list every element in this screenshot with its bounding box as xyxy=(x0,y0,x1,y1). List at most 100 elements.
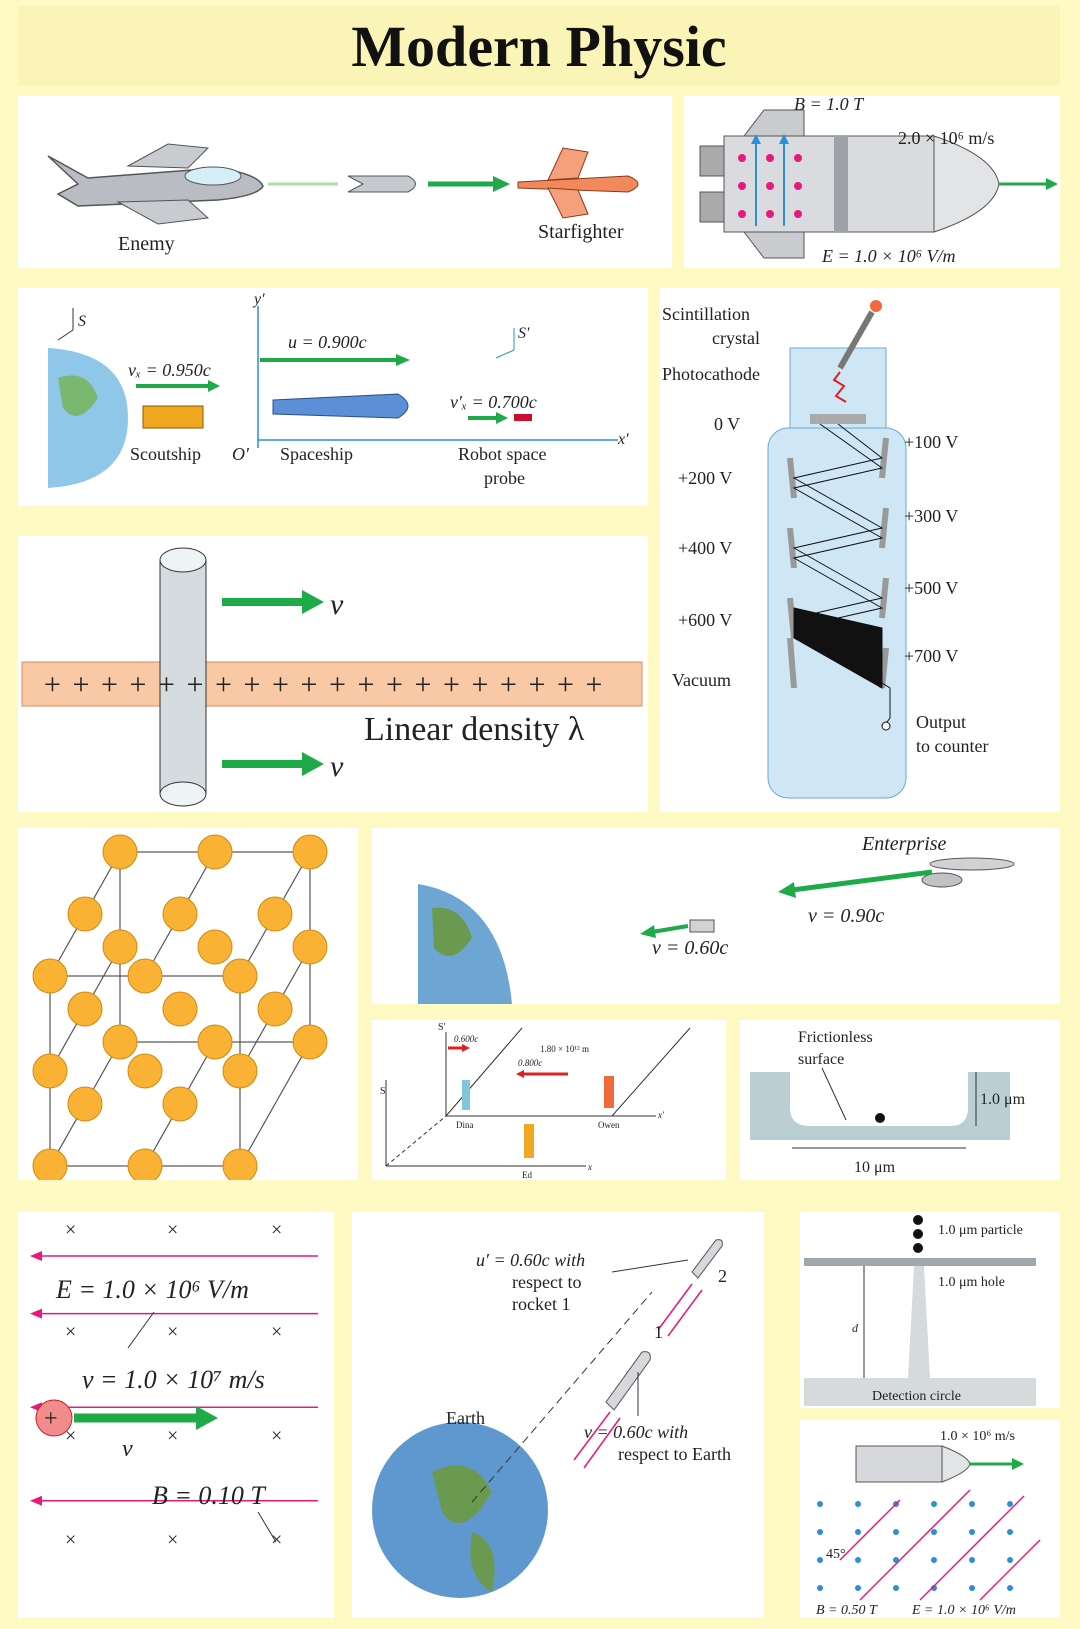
atom xyxy=(197,1024,233,1060)
s-prime-label: S′ xyxy=(438,1022,446,1033)
electric-field-lines xyxy=(30,1251,318,1506)
scoutship-icon xyxy=(142,405,204,429)
vxp-label: v′ₓ = 0.700c xyxy=(450,392,537,412)
voltage-300: +300 V xyxy=(904,506,958,526)
cross-mark: × xyxy=(271,1425,282,1447)
panel-linear-density: ++++++++++++++++++++ v v Linear density … xyxy=(18,536,648,812)
voltage-0: 0 V xyxy=(714,414,740,434)
atom xyxy=(162,991,198,1027)
plus-sign: + xyxy=(44,668,61,701)
spaceship-label: Spaceship xyxy=(280,444,353,464)
spaceship-icon xyxy=(699,109,1000,259)
atom xyxy=(67,896,103,932)
plus-sign: + xyxy=(130,668,147,701)
cross-mark: × xyxy=(65,1425,76,1447)
starfighter-label: Starfighter xyxy=(538,221,624,243)
atom xyxy=(292,1024,328,1060)
plus-sign: + xyxy=(215,668,232,701)
x-label: x xyxy=(587,1162,592,1172)
output-label-2: to counter xyxy=(916,736,988,756)
probe-label-1: Robot space xyxy=(458,444,546,464)
magnetic-field-arrows xyxy=(751,134,789,226)
field-dot xyxy=(893,1585,899,1591)
field-dot xyxy=(969,1529,975,1535)
plus-sign: + xyxy=(557,668,574,701)
electric-field-dots xyxy=(738,154,802,218)
plus-sign: + xyxy=(101,668,118,701)
plus-sign: + xyxy=(329,668,346,701)
field-dot xyxy=(855,1585,861,1591)
atom xyxy=(102,834,138,870)
v-label-2: respect to Earth xyxy=(618,1444,731,1464)
electric-field-lines xyxy=(839,1489,1041,1601)
panel-crystal-lattice xyxy=(18,828,358,1180)
angle-label: 45° xyxy=(826,1547,846,1562)
owen-label: Owen xyxy=(598,1120,620,1130)
probe-label-2: probe xyxy=(484,468,525,488)
velocity-label-bottom: v xyxy=(330,750,344,783)
atom xyxy=(32,958,68,994)
panel-spaceship-fields: B = 1.0 T 2.0 × 10⁶ m/s E = 1.0 × 10⁶ V/… xyxy=(684,96,1060,268)
width-label: 10 μm xyxy=(854,1159,896,1176)
page-title: Modern Physic xyxy=(351,13,727,79)
rocket-2-number: 2 xyxy=(718,1266,727,1286)
voltage-400: +400 V xyxy=(678,538,732,558)
speed-800-label: 0.800c xyxy=(518,1058,542,1068)
field-dot xyxy=(1007,1585,1013,1591)
electron-paths xyxy=(792,423,884,689)
atom xyxy=(32,1053,68,1089)
magnetic-field-crosses: ×××××××××××× xyxy=(65,1219,282,1551)
dina-figure xyxy=(462,1080,470,1110)
cross-mark: × xyxy=(271,1529,282,1551)
b-field-label: B = 1.0 T xyxy=(794,96,865,114)
atom xyxy=(67,1086,103,1122)
field-dot xyxy=(817,1557,823,1563)
plus-sign: + xyxy=(586,668,603,701)
field-dot xyxy=(855,1501,861,1507)
cross-mark: × xyxy=(167,1219,178,1241)
u-label: u = 0.900c xyxy=(288,332,367,352)
atom xyxy=(67,991,103,1027)
frictionless-label-1: Frictionless xyxy=(798,1029,873,1046)
field-arrow xyxy=(30,1495,42,1506)
velocity-vector-label: v xyxy=(122,1436,133,1462)
plus-sign: + xyxy=(73,668,90,701)
field-dot xyxy=(931,1529,937,1535)
barrier-plate xyxy=(804,1258,1036,1266)
atom xyxy=(292,929,328,965)
panel-rockets-earth: u′ = 0.60c with respect to rocket 1 2 1 … xyxy=(352,1212,764,1618)
u-label-2: respect to xyxy=(512,1272,581,1292)
beam-cone xyxy=(908,1266,930,1378)
plus-sign: + xyxy=(472,668,489,701)
frictionless-label-2: surface xyxy=(798,1051,844,1068)
earth-label: Earth xyxy=(446,1408,485,1428)
atom xyxy=(222,1053,258,1089)
panel-relative-velocity: S vₓ = 0.950c Scoutship y′ x′ O′ u = 0.9… xyxy=(18,288,648,506)
output-label-1: Output xyxy=(916,712,966,732)
s-label: S xyxy=(380,1086,386,1097)
surface-well xyxy=(750,1072,1010,1140)
field-dot xyxy=(931,1501,937,1507)
particle-icon xyxy=(913,1243,923,1253)
missile-icon xyxy=(347,175,416,193)
panel-frictionless: Frictionless surface 1.0 μm 10 μm xyxy=(740,1020,1060,1180)
rocket-2-icon xyxy=(691,1239,723,1279)
e-field-label: E = 1.0 × 10⁶ V/m xyxy=(55,1275,249,1304)
field-arrow xyxy=(30,1251,42,1261)
atom xyxy=(102,929,138,965)
cross-mark: × xyxy=(65,1529,76,1551)
atom xyxy=(197,834,233,870)
plus-sign: + xyxy=(244,668,261,701)
title-bar: Modern Physic xyxy=(18,6,1060,86)
atom xyxy=(127,1148,163,1180)
velocity-label: v = 1.0 × 10⁷ m/s xyxy=(82,1365,265,1394)
scoutship-label: Scoutship xyxy=(130,444,201,464)
panel-photomultiplier: Scintillation crystal Photocathode 0 V +… xyxy=(660,288,1060,812)
probe-icon xyxy=(514,414,532,421)
frame-s-prime-label: S′ xyxy=(518,325,530,342)
panel-dina-owen-ed: S′ S 0.600c 1.80 × 10¹² m 0.800c Dina Ow… xyxy=(372,1020,726,1180)
panel-particle-hole: d 1.0 μm particle 1.0 μm hole Detection … xyxy=(800,1212,1060,1408)
magnetic-field-dots xyxy=(817,1501,1013,1591)
atom xyxy=(127,958,163,994)
b-field-label: B = 0.50 T xyxy=(816,1603,878,1618)
